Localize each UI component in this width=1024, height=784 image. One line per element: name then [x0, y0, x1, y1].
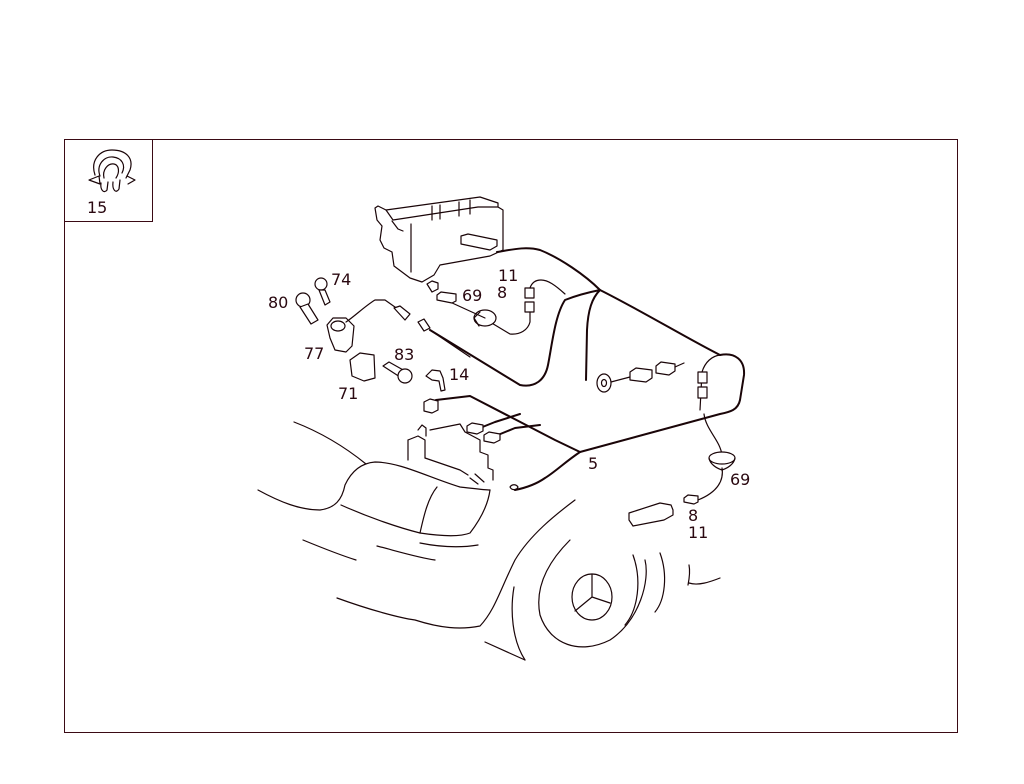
mercedes-star-emblem	[571, 573, 613, 621]
control-unit-housing	[374, 196, 504, 293]
grommet-69-lower	[708, 451, 736, 471]
connector-8-11-lower	[683, 494, 699, 505]
callout-11-upper: 11	[498, 266, 519, 285]
callout-69-upper: 69	[462, 286, 483, 305]
sensor-77	[326, 299, 471, 358]
bolt-83	[382, 361, 413, 384]
callout-83: 83	[394, 345, 415, 364]
connector-pair-right	[697, 371, 708, 399]
connector-69-plug	[436, 291, 457, 304]
callout-74: 74	[331, 270, 352, 289]
clip-14	[425, 369, 446, 392]
grommet-69-upper	[449, 301, 497, 327]
hose-clip-icon	[88, 149, 136, 193]
bolt-80	[295, 292, 319, 325]
connector-pair-upper	[489, 279, 566, 335]
callout-14: 14	[449, 365, 470, 384]
main-wiring-harness	[429, 247, 746, 501]
callout-8-lower: 8	[688, 506, 699, 525]
callout-11-lower: 11	[688, 523, 709, 542]
screw-74	[314, 277, 331, 306]
inset-box	[64, 139, 153, 222]
diagram-frame	[64, 139, 958, 733]
car-body-outline	[257, 421, 721, 661]
engine-compartment-parts	[407, 398, 519, 491]
callout-71: 71	[338, 384, 359, 403]
bracket-71	[349, 352, 376, 382]
callout-69-lower: 69	[730, 470, 751, 489]
inset-label-15: 15	[87, 198, 108, 217]
sensor-module-lower	[628, 502, 674, 527]
callout-77: 77	[304, 344, 325, 363]
callout-5: 5	[588, 454, 599, 473]
callout-8-upper: 8	[497, 283, 508, 302]
callout-80: 80	[268, 293, 289, 312]
grommet-right-side	[596, 361, 685, 393]
